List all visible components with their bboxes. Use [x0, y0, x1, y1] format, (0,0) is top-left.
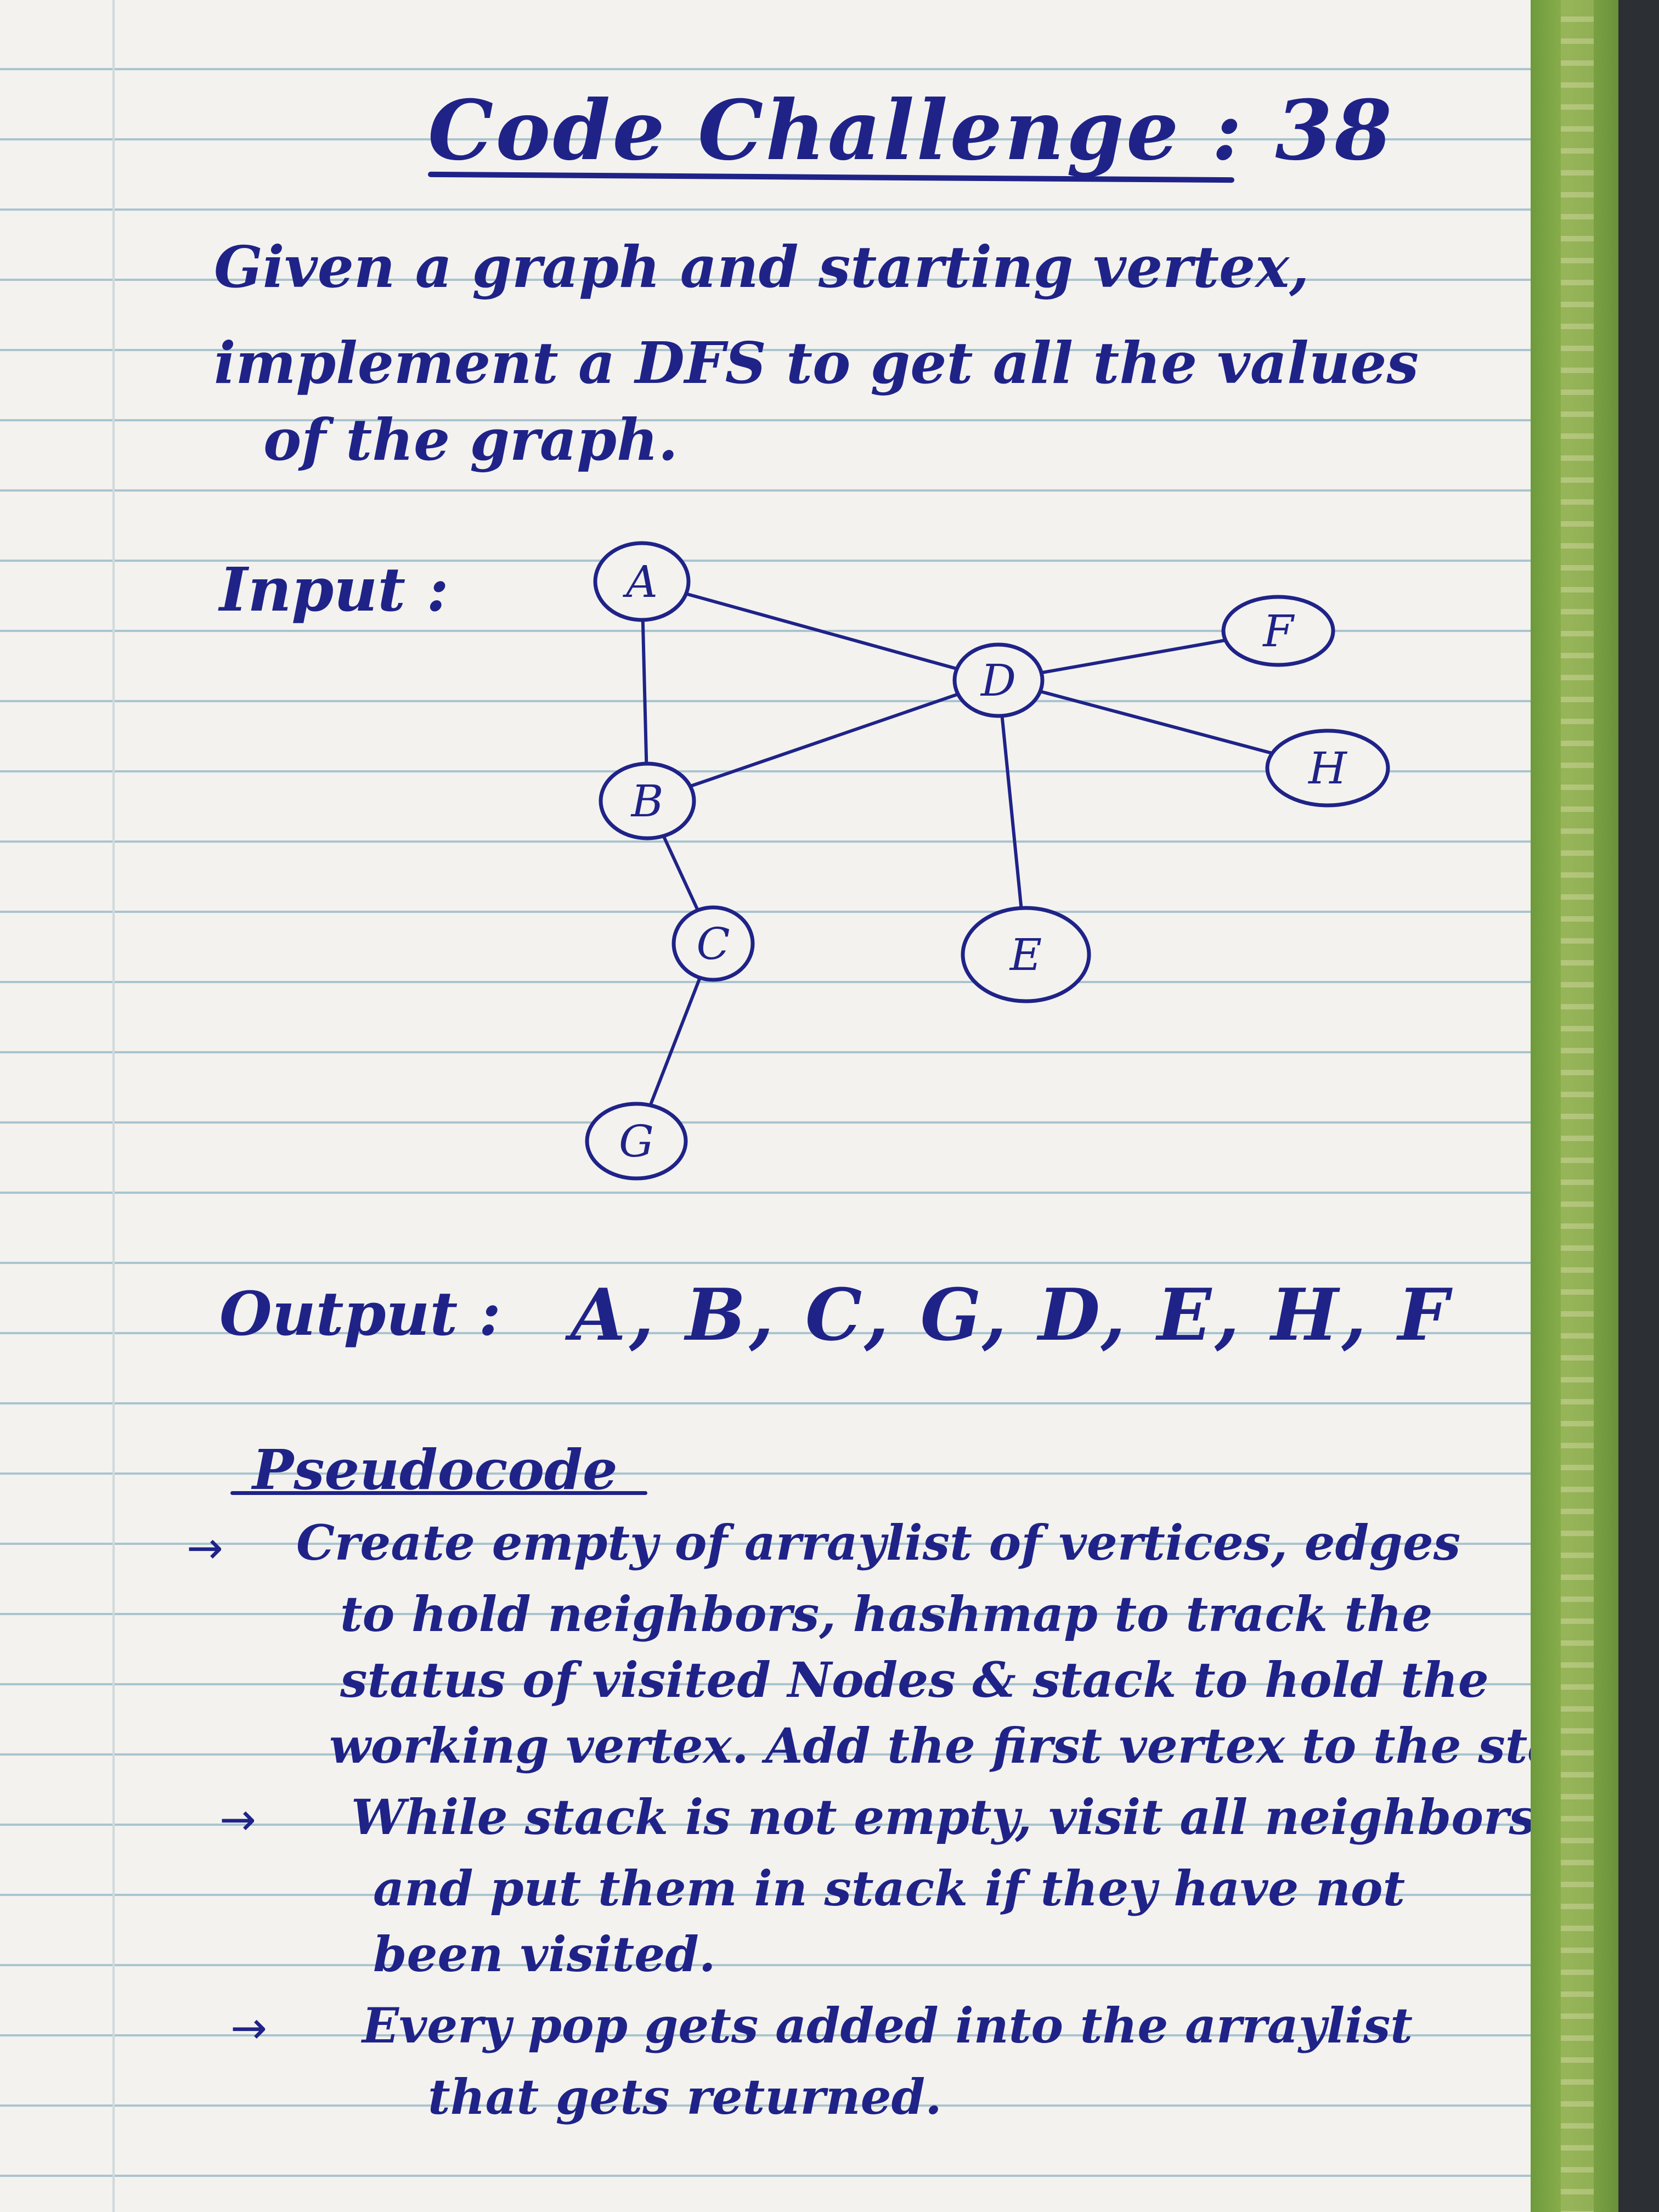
graph-node-label: C	[696, 918, 730, 969]
graph-node-label: B	[630, 776, 664, 827]
graph-diagram: A B C G D E F H	[585, 541, 1390, 1181]
page-title: Code Challenge : 38	[428, 82, 1394, 179]
graph-node-circle	[1221, 595, 1335, 667]
graph-node-circle	[961, 906, 1091, 1003]
pseudocode-line: and put them in stack if they have not	[373, 1860, 1406, 1917]
graph-node-circle	[952, 642, 1045, 718]
output-value: A, B, C, G, D, E, H, F	[571, 1273, 1452, 1357]
pseudocode-line: that gets returned.	[428, 2068, 942, 2125]
arrow-icon: →	[219, 1794, 257, 1845]
graph-edge-A-D	[640, 580, 1000, 682]
pseudocode-line: been visited.	[373, 1926, 716, 1983]
arrow-icon: →	[230, 2002, 268, 2053]
graph-node-circle	[585, 1102, 688, 1181]
problem-line-1: Given a graph and starting vertex,	[214, 233, 1310, 301]
pseudocode-underline	[230, 1491, 647, 1495]
graph-node-label: E	[1009, 929, 1042, 980]
graph-node-label: F	[1262, 606, 1295, 657]
problem-line-3: of the graph.	[263, 406, 678, 473]
graph-node-label: D	[980, 655, 1016, 706]
graph-node-G: G	[585, 1102, 688, 1181]
arrow-icon: →	[187, 1522, 224, 1573]
graph-node-F: F	[1221, 595, 1335, 667]
margin-line	[112, 0, 115, 2212]
graph-node-C: C	[672, 905, 755, 982]
pseudocode-line: to hold neighbors, hashmap to track the	[340, 1585, 1433, 1643]
graph-node-D: D	[952, 642, 1045, 718]
pseudocode-line: status of visited Nodes & stack to hold …	[340, 1651, 1489, 1708]
graph-node-circle	[1265, 729, 1390, 808]
graph-node-B: B	[599, 761, 696, 840]
graph-node-label: G	[619, 1116, 654, 1167]
pseudocode-line: While stack is not empty, visit all neig…	[351, 1788, 1536, 1846]
graph-node-circle	[593, 541, 691, 622]
graph-node-label: H	[1307, 743, 1348, 794]
pseudocode-line: Create empty of arraylist of vertices, e…	[296, 1514, 1461, 1571]
pseudocode-line: working vertex. Add the first vertex to …	[329, 1717, 1639, 1774]
input-label: Input :	[219, 554, 449, 625]
graph-node-circle	[599, 761, 696, 840]
graph-edge-B-D	[646, 679, 1000, 803]
pseudocode-line: Every pop gets added into the arraylist	[362, 1997, 1413, 2054]
background-fabric	[1618, 0, 1659, 2212]
graph-nodes: A B C G D E F H	[585, 541, 1390, 1181]
graph-node-A: A	[593, 541, 691, 622]
output-label: Output :	[219, 1278, 501, 1349]
cover-edge	[1561, 0, 1594, 2212]
graph-node-E: E	[961, 906, 1091, 1003]
problem-line-2: implement a DFS to get all the values	[214, 329, 1419, 397]
graph-node-H: H	[1265, 729, 1390, 808]
graph-node-label: A	[622, 556, 658, 607]
graph-node-circle	[672, 905, 755, 982]
